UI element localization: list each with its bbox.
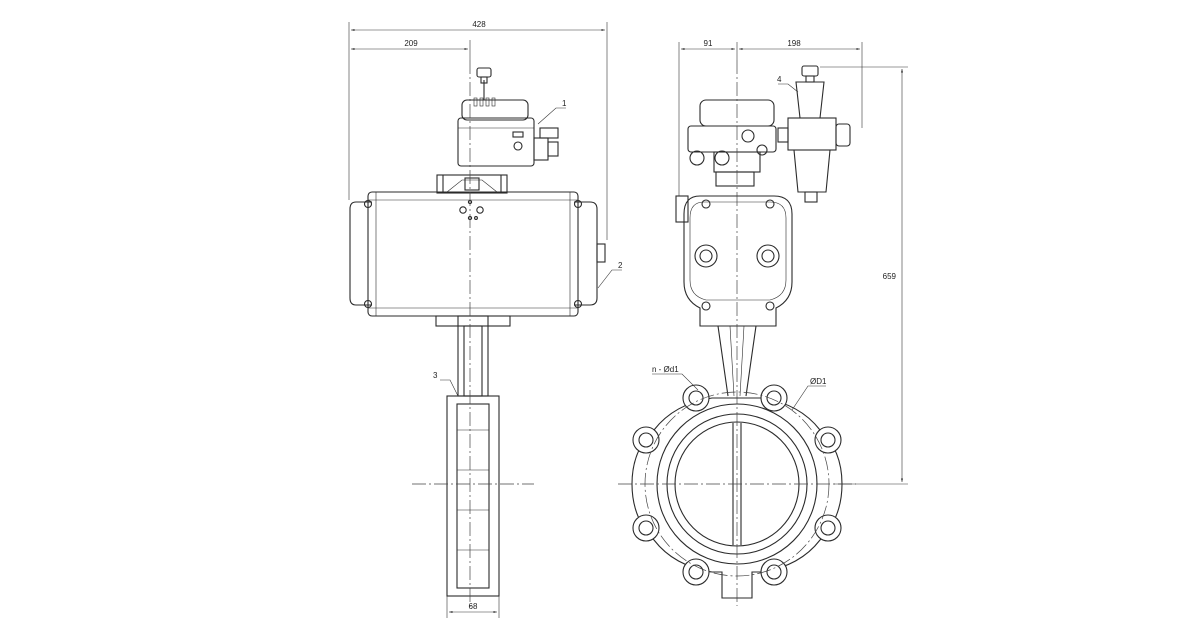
callout-bolt-holes: n - Ød1 — [652, 365, 679, 374]
dim-body-width: 68 — [469, 602, 478, 611]
side-view — [349, 60, 606, 610]
callout-1: 1 — [562, 99, 567, 108]
callout-bolt-circle: ØD1 — [810, 377, 827, 386]
actuator-end-cap-left — [349, 201, 372, 306]
callout-2: 2 — [618, 261, 623, 270]
dim-right-offset-a: 91 — [704, 39, 713, 48]
actuator-end-view — [683, 195, 793, 327]
actuator-body — [367, 191, 579, 317]
dim-overall-height: 659 — [883, 272, 897, 281]
positioner-housing — [457, 117, 535, 167]
valve-neck — [457, 315, 489, 397]
callout-3: 3 — [433, 371, 438, 380]
front-view — [618, 60, 856, 606]
valve-neck-front — [717, 325, 757, 397]
mounting-bracket — [436, 174, 508, 194]
dim-overall-width: 428 — [472, 20, 486, 29]
air-port — [596, 243, 606, 263]
valve-body-side — [446, 395, 500, 597]
dimension-lines — [348, 22, 908, 618]
dim-right-offset-b: 198 — [787, 39, 801, 48]
leader-lines — [440, 83, 826, 411]
filter-regulator — [777, 65, 851, 203]
dim-left-offset: 209 — [404, 39, 418, 48]
callout-4: 4 — [777, 75, 782, 84]
